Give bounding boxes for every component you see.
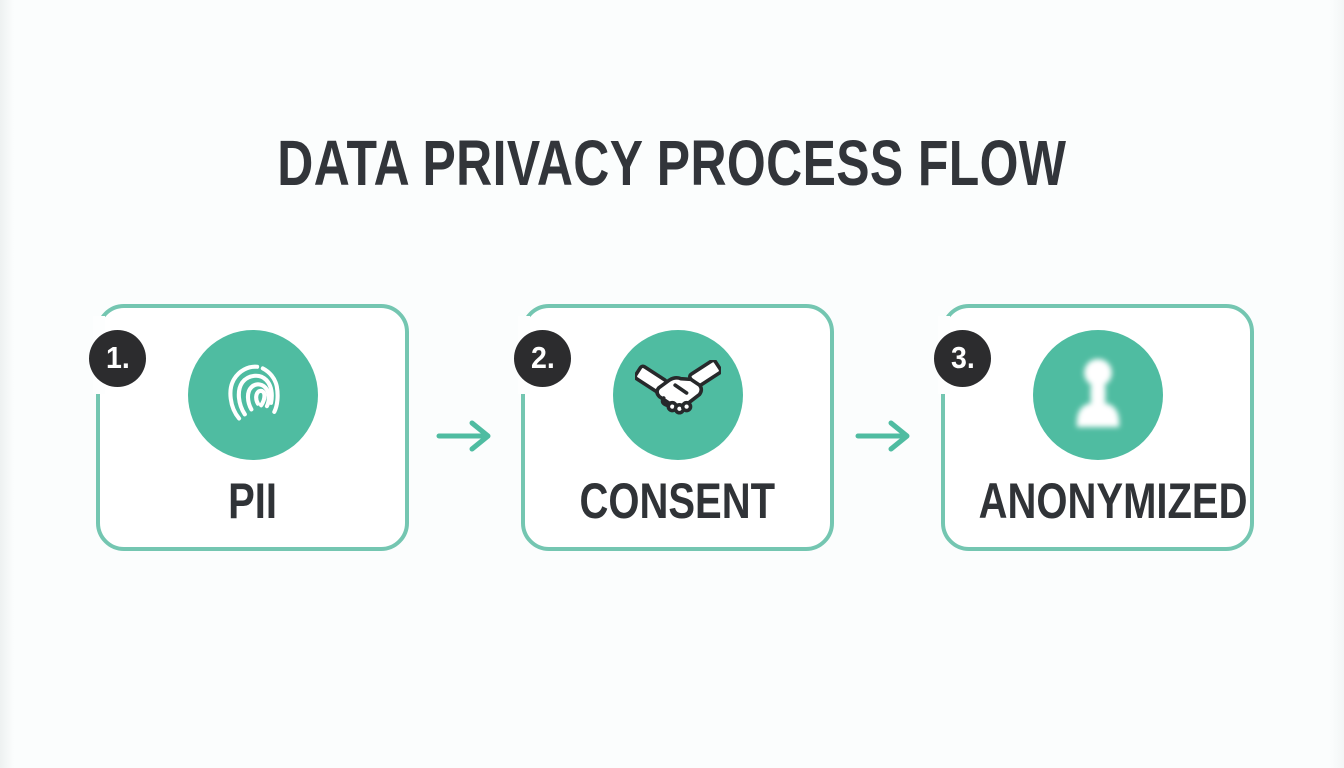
step-icon-circle <box>187 330 318 460</box>
handshake-icon <box>633 358 722 431</box>
step-label-text: CONSENT <box>579 473 776 529</box>
step-icon-circle <box>612 330 743 460</box>
step-number: 2. <box>530 339 555 375</box>
step-number-badge: 3. <box>934 330 991 387</box>
step-label: ANONYMIZED <box>945 472 1250 530</box>
step-number-badge: 2. <box>514 330 571 387</box>
step-number-badge: 1. <box>89 330 146 387</box>
step-label: PII <box>100 472 405 530</box>
flow-arrow-2 <box>854 418 914 454</box>
right-arrow-icon <box>435 420 495 458</box>
flow-arrow-1 <box>435 418 495 454</box>
step-label-text: ANONYMIZED <box>978 473 1248 529</box>
step-label: CONSENT <box>525 472 830 530</box>
right-arrow-icon <box>854 420 914 458</box>
page-title: DATA PRIVACY PROCESS FLOW <box>0 126 1344 200</box>
step-icon-circle <box>1032 330 1163 460</box>
page-title-text: DATA PRIVACY PROCESS FLOW <box>277 127 1067 199</box>
anonymized-person-icon <box>1052 347 1144 444</box>
step-box-pii: 1. PII <box>89 304 409 551</box>
fingerprint-icon <box>212 352 294 439</box>
step-box-consent: 2. CONSENT <box>514 304 834 551</box>
step-number: 1. <box>105 339 130 375</box>
step-box-anonymized: 3. ANONYMIZED <box>934 304 1254 551</box>
step-number: 3. <box>950 339 975 375</box>
step-label-text: PII <box>228 473 277 529</box>
